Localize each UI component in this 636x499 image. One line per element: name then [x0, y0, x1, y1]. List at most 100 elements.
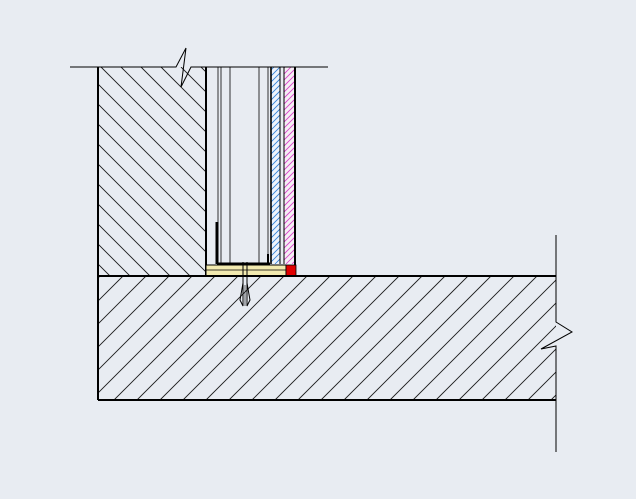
pink-hatch-line-89 — [610, 67, 636, 264]
slab-hatch-line-33 — [274, 276, 400, 400]
blue-hatch-line-82 — [557, 67, 636, 264]
pink-hatch-line-35 — [285, 254, 295, 264]
blue-hatch-line-57 — [407, 67, 604, 264]
wall-hatch-line-29 — [361, 67, 570, 276]
pink-hatch-line-69 — [490, 67, 636, 264]
wall-hatch-line-35 — [481, 67, 636, 276]
blue-hatch-line-51 — [371, 67, 568, 264]
pink-hatch-line-56 — [412, 67, 609, 264]
blue-hatch-line-27 — [271, 210, 280, 221]
slab-hatch-line-18 — [0, 276, 54, 400]
slab-hatch-line-42 — [481, 325, 556, 400]
blue-hatch-line-78 — [533, 67, 636, 264]
wall-hatch-line-19 — [160, 67, 206, 113]
pink-hatch-line-77 — [538, 67, 636, 264]
pink-hatch-line-61 — [442, 67, 636, 264]
pink-hatch-line-30 — [284, 224, 295, 237]
insulation-pink-fill — [284, 67, 295, 264]
blue-hatch-line-76 — [521, 67, 636, 264]
blue-hatch-line-70 — [485, 67, 636, 264]
wall-hatch-line-37 — [521, 67, 636, 276]
wall-hatch-line-12 — [98, 143, 206, 253]
pink-hatch-line-38 — [304, 67, 501, 264]
blue-hatch-line-23 — [271, 186, 280, 197]
pink-hatch-line-47 — [358, 67, 555, 264]
sole-plate — [205, 264, 287, 277]
anchor-expansion-right — [246, 282, 251, 307]
slab-hatch-line-47 — [597, 276, 636, 400]
wall-hatch-line-5 — [0, 67, 90, 276]
slab-hatch-line-22 — [98, 276, 147, 325]
wall-hatch-line-33 — [441, 67, 636, 276]
wall-hatch-line-13 — [98, 123, 206, 233]
slab-hatch-line-30 — [205, 276, 331, 400]
pink-hatch-line-43 — [334, 67, 531, 264]
blue-hatch-line-37 — [287, 67, 484, 264]
pink-hatch-line-52 — [388, 67, 585, 264]
blue-hatch-line-28 — [271, 216, 280, 227]
pink-hatch-line-37 — [298, 67, 495, 264]
wall-hatch-line-39 — [561, 67, 636, 276]
pink-hatch-line-51 — [382, 67, 579, 264]
wall-hatch-line-9 — [98, 203, 171, 276]
blue-hatch-line-59 — [419, 67, 616, 264]
pink-hatch-line-53 — [394, 67, 591, 264]
blue-hatch-line-40 — [305, 67, 502, 264]
pink-hatch-line-66 — [472, 67, 636, 264]
slab-hatch-line-26 — [113, 276, 239, 400]
pink-hatch-line-32 — [284, 236, 295, 249]
concrete-slab-fill — [98, 276, 556, 400]
blue-hatch-line-50 — [365, 67, 562, 264]
pink-hatch-line-91 — [622, 67, 636, 264]
pink-hatch-line-23 — [284, 182, 295, 195]
slab-hatch-line-46 — [574, 276, 636, 400]
pink-hatch-line-45 — [346, 67, 543, 264]
pink-hatch-line-48 — [364, 67, 561, 264]
pink-hatch-line-21 — [284, 170, 295, 183]
pink-hatch-line-64 — [460, 67, 636, 264]
blue-hatch-line-31 — [271, 234, 280, 245]
slab-hatch-line-19 — [0, 276, 77, 400]
slab-hatch-line-48 — [620, 276, 636, 400]
wall-hatch-line-10 — [98, 183, 191, 276]
wall-hatch-line-11 — [98, 163, 206, 273]
slab-hatch-line-20 — [98, 276, 101, 279]
blue-hatch-line-52 — [377, 67, 574, 264]
wall-hatch-line-38 — [541, 67, 636, 276]
wall-hatch-line-21 — [200, 67, 206, 73]
pink-hatch-line-22 — [284, 176, 295, 189]
wall-hatch-line-28 — [341, 67, 550, 276]
slab-hatch-line-38 — [389, 276, 515, 400]
blue-hatch-line-34 — [271, 252, 280, 263]
pink-hatch-line-62 — [448, 67, 636, 264]
blue-hatch-line-24 — [271, 192, 280, 203]
pink-hatch-line-59 — [430, 67, 627, 264]
pink-hatch-line-25 — [284, 194, 295, 207]
pink-hatch-line-80 — [556, 67, 636, 264]
wall-hatch-line-26 — [301, 67, 510, 276]
blue-hatch-line-38 — [293, 67, 490, 264]
pink-hatch-line-71 — [502, 67, 636, 264]
pink-hatch-line-42 — [328, 67, 525, 264]
pink-hatch-line-24 — [284, 188, 295, 201]
pink-hatch-line-92 — [628, 67, 636, 264]
slab-hatch-line-28 — [159, 276, 285, 400]
pink-hatch-line-19 — [284, 158, 295, 171]
blue-hatch-line-45 — [335, 67, 532, 264]
slab-hatch-line-35 — [320, 276, 446, 400]
wall-hatch-line-2 — [0, 67, 30, 276]
blue-hatch-line-94 — [629, 67, 636, 264]
blue-hatch-line-67 — [467, 67, 636, 264]
blue-hatch-line-42 — [317, 67, 514, 264]
anchor-expansion-left — [239, 282, 244, 307]
blue-hatch-line-85 — [575, 67, 636, 264]
blue-hatch-line-90 — [605, 67, 636, 264]
pink-hatch-line-90 — [616, 67, 636, 264]
wall-hatch-line-18 — [140, 67, 206, 133]
blue-hatch-line-72 — [497, 67, 636, 264]
pink-hatch-line-57 — [418, 67, 615, 264]
pink-hatch-line-50 — [376, 67, 573, 264]
slab-hatch-line-37 — [366, 276, 492, 400]
pink-hatch-line-85 — [586, 67, 636, 264]
pink-hatch-line-33 — [284, 242, 295, 255]
